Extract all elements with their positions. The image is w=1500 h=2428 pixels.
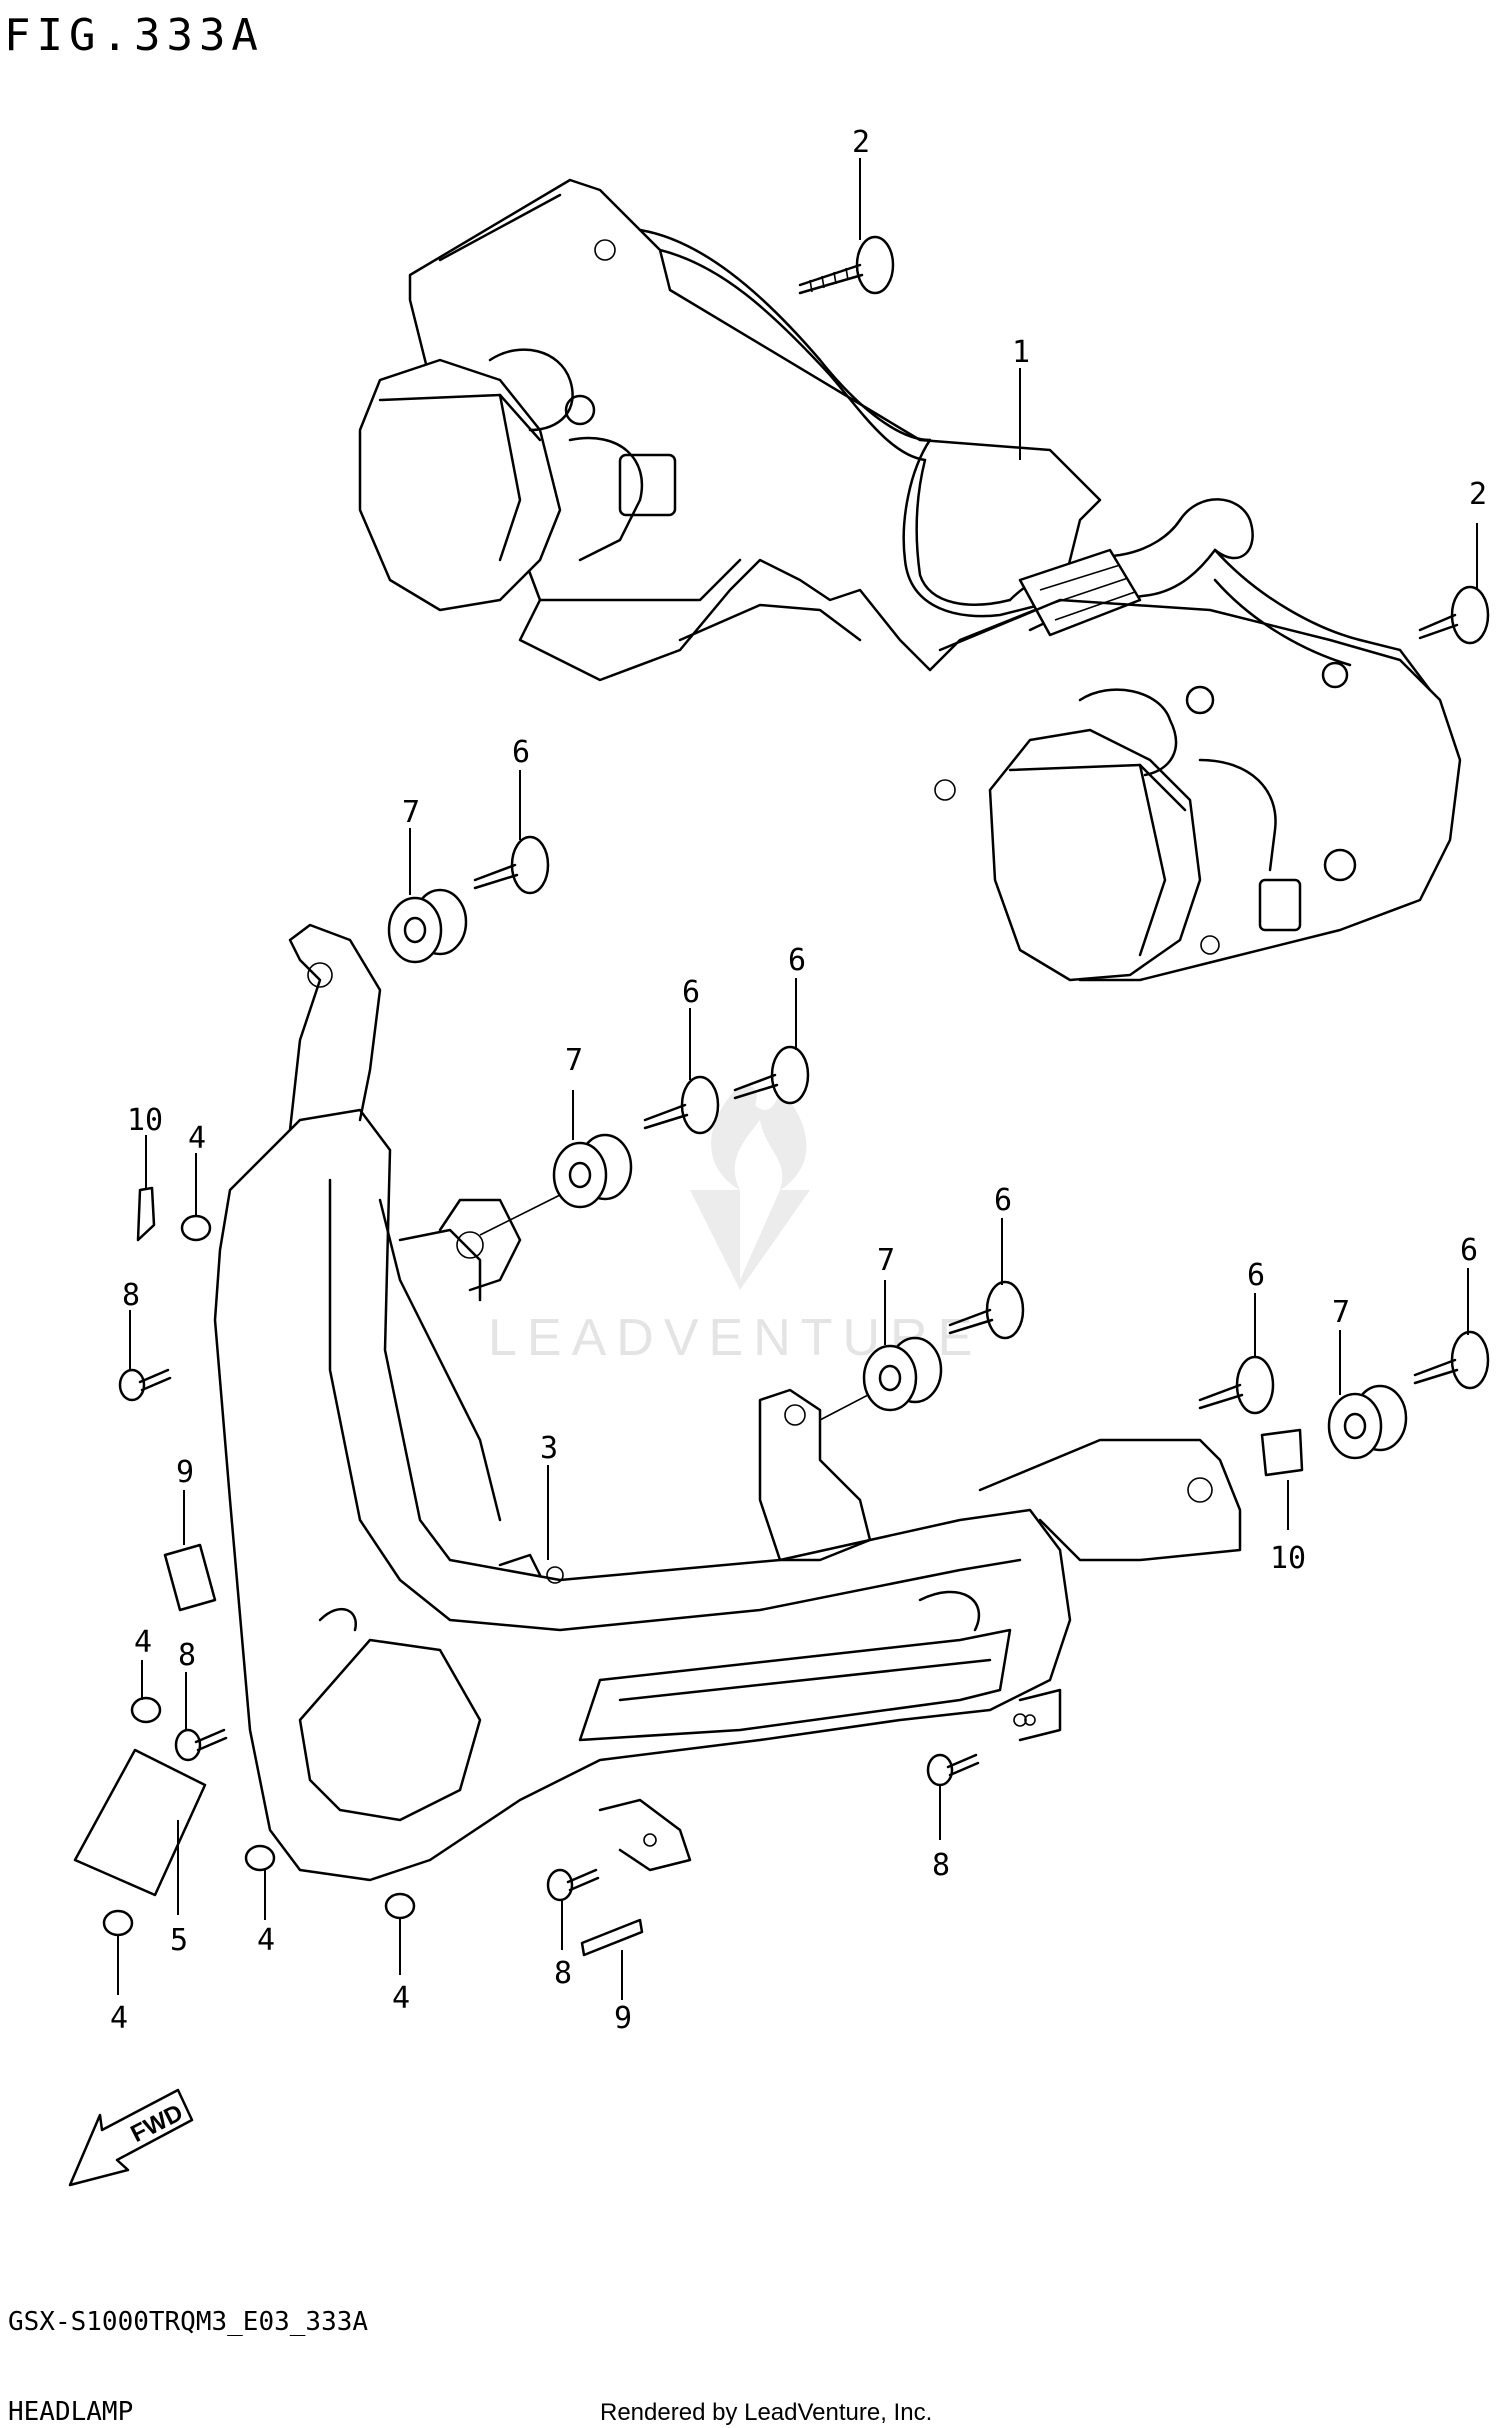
callout-8-d: 8 [554,1956,572,1991]
screw-part-6-a [473,835,550,895]
callout-8-c: 8 [932,1848,950,1883]
screw-part-8-a [118,1368,172,1402]
section-name: HEADLAMP [8,2397,133,2427]
screw-part-8-b [174,1728,228,1762]
callout-6-c: 6 [682,975,700,1010]
callout-5: 5 [170,1923,188,1958]
callout-2-top: 2 [852,125,870,160]
leader-lines [117,158,1478,2000]
pad-part-9-a [163,1543,217,1612]
grommet-part-7-c [819,1336,943,1421]
rendered-by-credit: Rendered by LeadVenture, Inc. [600,2399,932,2426]
callout-7-d: 7 [1332,1295,1350,1330]
screw-part-6-d [948,1280,1025,1340]
callout-2-right: 2 [1469,477,1487,512]
callout-6-d: 6 [994,1183,1012,1218]
leadventure-watermark: LEADVENTURE [488,1085,972,1367]
screw-part-6-c [643,1075,720,1135]
headlamp-assembly-part-1 [358,178,1462,982]
screw-part-6-b [733,1045,810,1105]
headlamp-cover-part-3 [213,923,1242,1882]
callout-labels: 2 1 2 6 7 6 6 7 10 4 6 7 6 6 8 7 3 9 10 … [110,125,1487,2036]
screw-part-6-e [1198,1355,1275,1415]
cushion-part-4-e [102,1909,134,1937]
callout-6-b: 6 [788,943,806,978]
callout-7-c: 7 [877,1243,895,1278]
figure-title: FIG.333A [4,10,264,61]
callout-9-a: 9 [176,1455,194,1490]
screw-part-8-d [546,1868,600,1902]
sheet-part-5 [73,1748,207,1897]
callout-6-f: 6 [1460,1233,1478,1268]
callout-7-b: 7 [565,1043,583,1078]
screw-part-2-top [798,235,895,295]
cushion-part-4-c [244,1844,276,1872]
grommet-part-7-b [479,1133,633,1236]
fwd-direction-arrow: FWD [68,2088,194,2187]
callout-4-e: 4 [110,2001,128,2036]
grommet-part-7-a [387,888,468,964]
callout-6-a: 6 [512,735,530,770]
callout-4-a: 4 [188,1121,206,1156]
callout-8-b: 8 [178,1638,196,1673]
screw-part-6-f [1413,1330,1490,1390]
cushion-part-4-a [180,1214,212,1242]
callout-3: 3 [540,1431,558,1466]
pad-part-9-b [580,1918,644,1957]
callout-4-b: 4 [134,1625,152,1660]
callout-1: 1 [1012,335,1030,370]
screw-part-2-right [1418,585,1490,645]
callout-4-c: 4 [257,1923,275,1958]
cushion-part-4-d [384,1892,416,1920]
callout-8-a: 8 [122,1278,140,1313]
pad-part-10-b [1260,1428,1304,1477]
cushion-part-4-b [130,1696,162,1724]
screw-part-8-c [926,1753,980,1787]
pad-part-10-a [136,1186,156,1242]
callout-6-e: 6 [1247,1258,1265,1293]
callout-10-a: 10 [127,1103,163,1138]
callout-9-b: 9 [614,2001,632,2036]
model-code: GSX-S1000TRQM3_E03_333A [8,2307,368,2337]
callout-7-a: 7 [402,795,420,830]
grommet-part-7-d [1327,1384,1408,1460]
callout-4-d: 4 [392,1981,410,2016]
callout-10-b: 10 [1270,1541,1306,1576]
